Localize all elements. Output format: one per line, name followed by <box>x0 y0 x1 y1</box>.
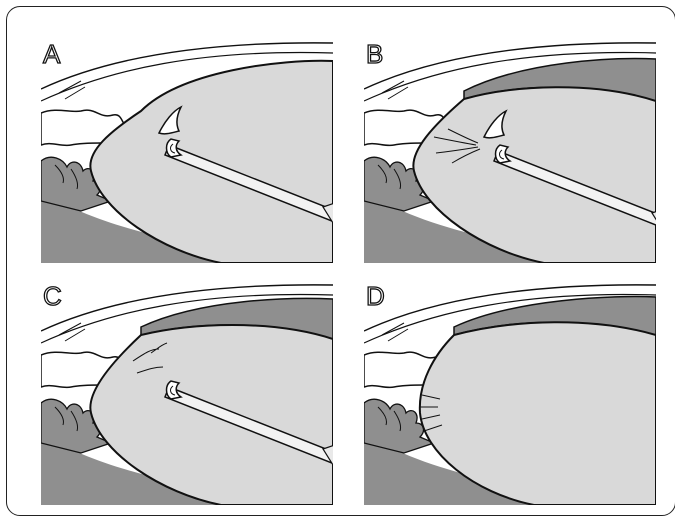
panel-c-illustration <box>41 284 333 505</box>
panel-b-label: B <box>365 41 384 70</box>
panel-c-label: C <box>42 283 62 312</box>
panel-d: D <box>364 283 656 505</box>
released-fibers <box>132 342 168 374</box>
panel-c: C <box>41 283 333 505</box>
capsule-flap <box>157 105 183 135</box>
lens-shape <box>418 321 656 505</box>
zonular-fibers <box>433 128 481 164</box>
panel-b: B <box>364 41 656 263</box>
panel-d-illustration <box>364 284 656 505</box>
panel-a: A <box>41 41 333 263</box>
capsule-flap <box>482 109 508 139</box>
panel-a-illustration <box>41 42 333 263</box>
panel-d-label: D <box>365 283 385 312</box>
panel-b-illustration <box>364 42 656 263</box>
zonule-lines <box>420 394 443 432</box>
panel-a-label: A <box>42 41 61 70</box>
